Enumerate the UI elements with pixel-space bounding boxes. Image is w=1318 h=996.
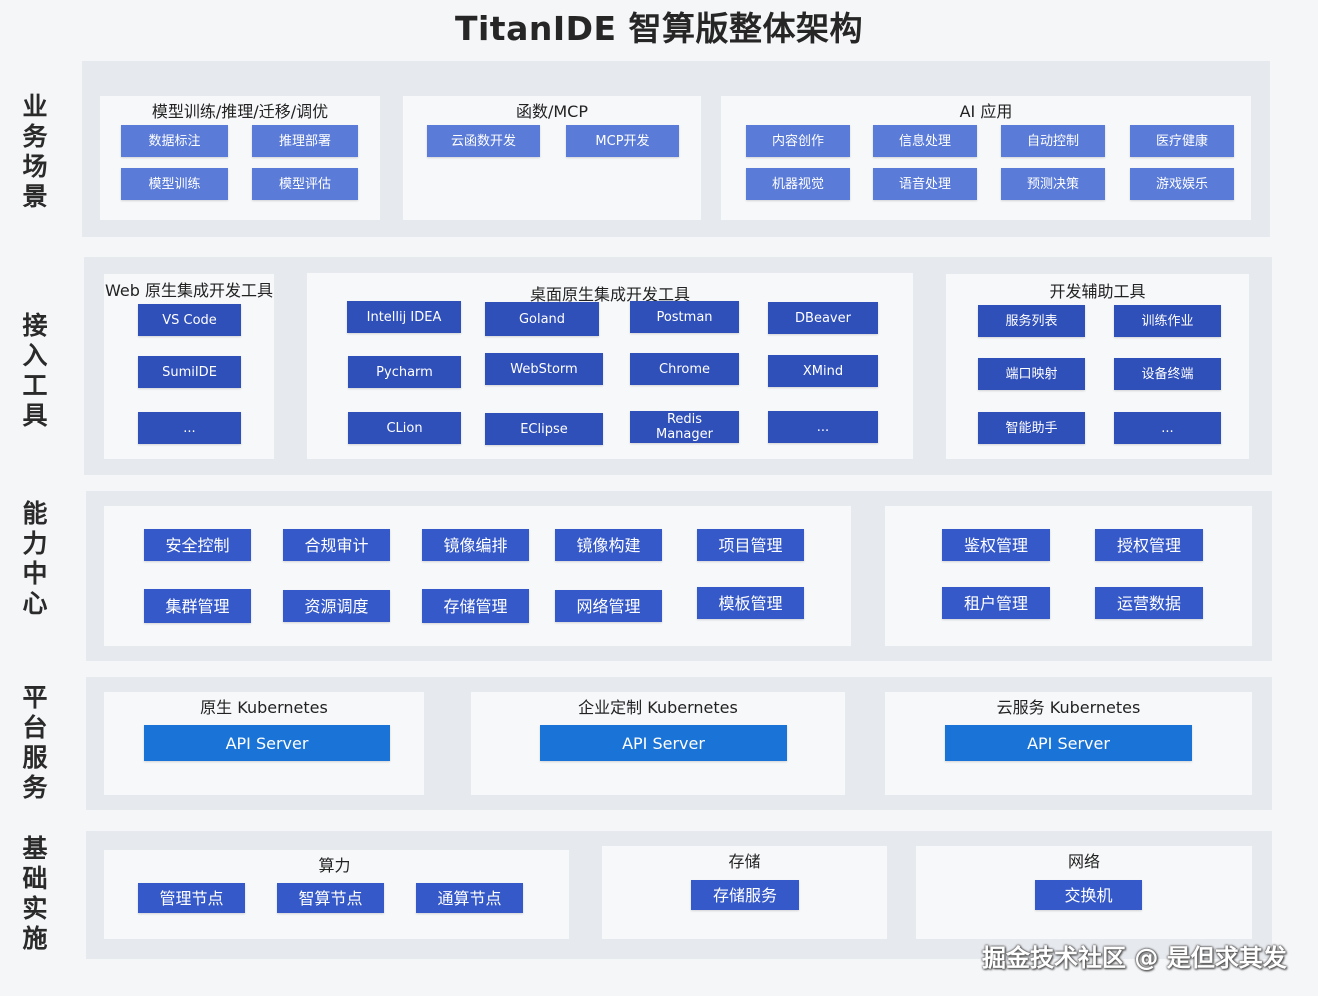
group-storage: 存储 存储服务 — [602, 846, 887, 939]
btn-smart-assistant[interactable]: 智能助手 — [978, 412, 1085, 444]
group-capability-admin: 鉴权管理 授权管理 租户管理 运营数据 — [885, 506, 1252, 646]
btn-info-processing[interactable]: 信息处理 — [873, 125, 977, 157]
group-function-mcp: 函数/MCP 云函数开发 MCP开发 — [403, 96, 701, 220]
layer-label-infra: 基础实施 — [22, 834, 48, 953]
btn-eclipse[interactable]: EClipse — [485, 413, 603, 445]
btn-native-api-server[interactable]: API Server — [144, 725, 390, 761]
btn-project-management[interactable]: 项目管理 — [697, 529, 804, 561]
group-dev-assist: 开发辅助工具 服务列表 训练作业 端口映射 设备终端 智能助手 ... — [946, 274, 1249, 459]
watermark-text: 掘金技术社区 @ 是但求其发 — [982, 944, 1287, 972]
btn-ai-compute-node[interactable]: 智算节点 — [277, 883, 384, 913]
btn-compliance-audit[interactable]: 合规审计 — [283, 529, 390, 561]
btn-gaming-entertainment[interactable]: 游戏娱乐 — [1130, 168, 1234, 200]
btn-content-creation[interactable]: 内容创作 — [746, 125, 850, 157]
btn-storage-service[interactable]: 存储服务 — [691, 880, 799, 910]
group-title: 企业定制 Kubernetes — [578, 698, 738, 717]
btn-dbeaver[interactable]: DBeaver — [768, 302, 878, 334]
group-title: 网络 — [1067, 852, 1100, 871]
btn-webstorm[interactable]: WebStorm — [485, 353, 603, 385]
btn-operations-data[interactable]: 运营数据 — [1095, 587, 1203, 619]
btn-security-control[interactable]: 安全控制 — [144, 529, 251, 561]
btn-desktop-more[interactable]: ... — [768, 411, 878, 443]
group-title: 开发辅助工具 — [1049, 282, 1146, 301]
group-network: 网络 交换机 — [916, 846, 1252, 939]
group-model-training: 模型训练/推理/迁移/调优 数据标注 推理部署 模型训练 模型评估 — [100, 96, 380, 220]
group-ai-apps: AI 应用 内容创作 信息处理 自动控制 医疗健康 机器视觉 语音处理 预测决策… — [721, 96, 1251, 220]
group-title: 函数/MCP — [515, 102, 589, 121]
btn-vscode[interactable]: VS Code — [138, 304, 241, 336]
btn-resource-scheduling[interactable]: 资源调度 — [283, 590, 390, 622]
group-compute: 算力 管理节点 智算节点 通算节点 — [104, 850, 569, 939]
btn-prediction-decision[interactable]: 预测决策 — [1001, 168, 1105, 200]
btn-port-mapping[interactable]: 端口映射 — [978, 358, 1085, 390]
layer-label-capability: 能力中心 — [22, 499, 48, 618]
btn-clion[interactable]: CLion — [348, 412, 461, 444]
btn-xmind[interactable]: XMind — [768, 355, 878, 387]
btn-enterprise-api-server[interactable]: API Server — [540, 725, 787, 761]
layer-label-access: 接入工具 — [22, 311, 48, 430]
group-enterprise-k8s: 企业定制 Kubernetes API Server — [471, 692, 845, 795]
btn-web-more[interactable]: ... — [138, 412, 241, 444]
btn-inference-deploy[interactable]: 推理部署 — [252, 125, 358, 157]
btn-model-evaluation[interactable]: 模型评估 — [252, 168, 358, 200]
group-desktop-ide: 桌面原生集成开发工具 Intellij IDEA Goland Postman … — [307, 273, 913, 459]
btn-tenant-management[interactable]: 租户管理 — [942, 587, 1050, 619]
btn-cloud-api-server[interactable]: API Server — [945, 725, 1192, 761]
btn-speech-processing[interactable]: 语音处理 — [873, 168, 977, 200]
btn-sumiide[interactable]: SumiIDE — [138, 356, 241, 388]
btn-model-training[interactable]: 模型训练 — [121, 168, 228, 200]
group-title: 模型训练/推理/迁移/调优 — [151, 102, 329, 121]
btn-authorization[interactable]: 授权管理 — [1095, 529, 1203, 561]
btn-general-compute-node[interactable]: 通算节点 — [416, 883, 523, 913]
btn-cluster-management[interactable]: 集群管理 — [144, 589, 251, 623]
btn-redis-manager[interactable]: Redis Manager — [630, 411, 739, 443]
group-title: 云服务 Kubernetes — [996, 698, 1141, 717]
btn-storage-management[interactable]: 存储管理 — [422, 589, 529, 623]
layer-label-business: 业务场景 — [22, 92, 48, 211]
btn-network-management[interactable]: 网络管理 — [555, 590, 662, 622]
btn-authentication[interactable]: 鉴权管理 — [942, 529, 1050, 561]
layer-label-platform: 平台服务 — [22, 683, 48, 802]
btn-chrome[interactable]: Chrome — [630, 353, 739, 385]
btn-data-labeling[interactable]: 数据标注 — [121, 125, 228, 157]
group-capability-core: 安全控制 合规审计 镜像编排 镜像构建 项目管理 集群管理 资源调度 存储管理 … — [104, 506, 851, 646]
btn-auto-control[interactable]: 自动控制 — [1001, 125, 1105, 157]
btn-intellij-idea[interactable]: Intellij IDEA — [347, 301, 461, 333]
btn-machine-vision[interactable]: 机器视觉 — [746, 168, 850, 200]
group-title: 算力 — [318, 856, 351, 875]
group-native-k8s: 原生 Kubernetes API Server — [104, 692, 424, 795]
btn-template-management[interactable]: 模板管理 — [697, 587, 804, 619]
group-cloud-k8s: 云服务 Kubernetes API Server — [885, 692, 1252, 795]
page-title: TitanIDE 智算版整体架构 — [454, 9, 864, 48]
group-title: 存储 — [728, 852, 761, 871]
group-title: 原生 Kubernetes — [200, 698, 328, 717]
group-title: 桌面原生集成开发工具 — [529, 285, 690, 304]
btn-management-node[interactable]: 管理节点 — [138, 883, 245, 913]
btn-healthcare[interactable]: 医疗健康 — [1130, 125, 1234, 157]
btn-switch[interactable]: 交换机 — [1035, 880, 1142, 910]
group-title: Web 原生集成开发工具 — [105, 281, 273, 300]
btn-image-orchestration[interactable]: 镜像编排 — [422, 529, 529, 561]
btn-service-list[interactable]: 服务列表 — [978, 305, 1085, 337]
btn-assist-more[interactable]: ... — [1114, 412, 1221, 444]
btn-image-build[interactable]: 镜像构建 — [555, 529, 662, 561]
btn-cloud-function-dev[interactable]: 云函数开发 — [427, 125, 540, 157]
btn-mcp-dev[interactable]: MCP开发 — [566, 125, 679, 157]
group-title: AI 应用 — [959, 102, 1013, 121]
group-web-ide: Web 原生集成开发工具 VS Code SumiIDE ... — [104, 274, 274, 459]
btn-pycharm[interactable]: Pycharm — [348, 356, 461, 388]
btn-goland[interactable]: Goland — [485, 302, 599, 336]
btn-postman[interactable]: Postman — [630, 301, 739, 333]
btn-training-jobs[interactable]: 训练作业 — [1114, 305, 1221, 337]
btn-device-terminal[interactable]: 设备终端 — [1114, 358, 1221, 390]
